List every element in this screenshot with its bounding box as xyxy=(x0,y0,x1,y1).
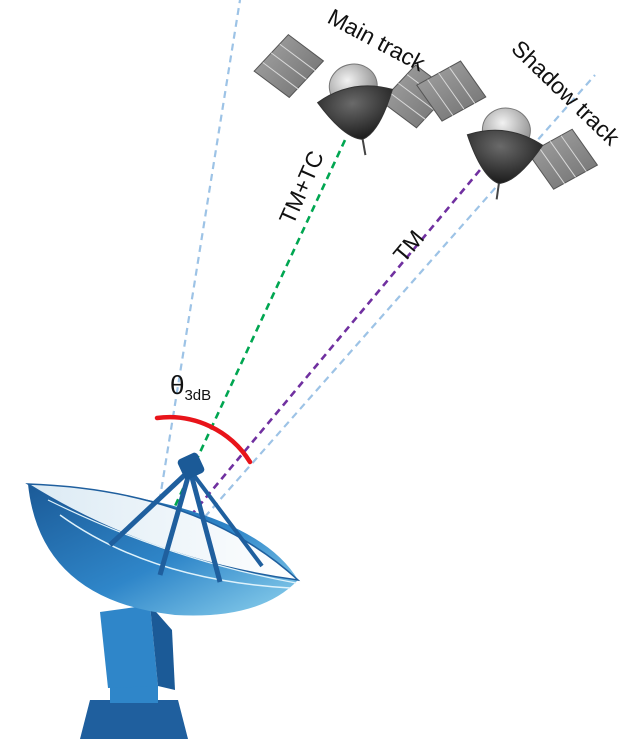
satellite-icon xyxy=(401,54,611,214)
tm-tc-label: TM+TC xyxy=(274,147,329,228)
svg-text:θ3dB: θ3dB xyxy=(170,370,211,404)
theta-symbol: θ xyxy=(170,370,184,400)
tm-link xyxy=(151,169,481,563)
shadow-satellite xyxy=(401,54,611,214)
main-track-label: Main track xyxy=(324,3,430,76)
beamwidth-arc xyxy=(154,414,253,465)
beam-edge-left xyxy=(148,0,242,561)
tm-label: TM xyxy=(388,225,429,267)
tm-tc-link xyxy=(148,139,347,561)
parabolic-antenna-icon xyxy=(25,452,301,739)
theta-3db-label: θ3dB xyxy=(170,370,211,404)
theta-subscript: 3dB xyxy=(184,387,211,404)
